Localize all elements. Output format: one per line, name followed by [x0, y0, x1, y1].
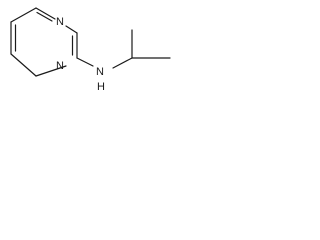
bond-c5-c6 — [10, 7, 37, 23]
bond-n1-c2 — [65, 25, 78, 34]
structure-canvas: N N N H — [0, 0, 182, 104]
bond-c2-nh — [76, 57, 94, 67]
molecule-drawing: N N N H — [10, 7, 171, 93]
ring-nitrogen-top-label: N — [56, 16, 64, 28]
bond-nh-ch — [112, 57, 133, 69]
bond-n3-c4 — [35, 65, 67, 77]
bond-c6-n1 — [35, 7, 56, 20]
amine-nitrogen-label: N — [96, 66, 104, 78]
ring-nitrogen-bottom-label: N — [56, 60, 64, 72]
bond-c4-c5b — [10, 53, 37, 77]
amine-hydrogen-label: H — [97, 81, 105, 93]
bond-c6-n1-inner — [36, 11, 53, 22]
